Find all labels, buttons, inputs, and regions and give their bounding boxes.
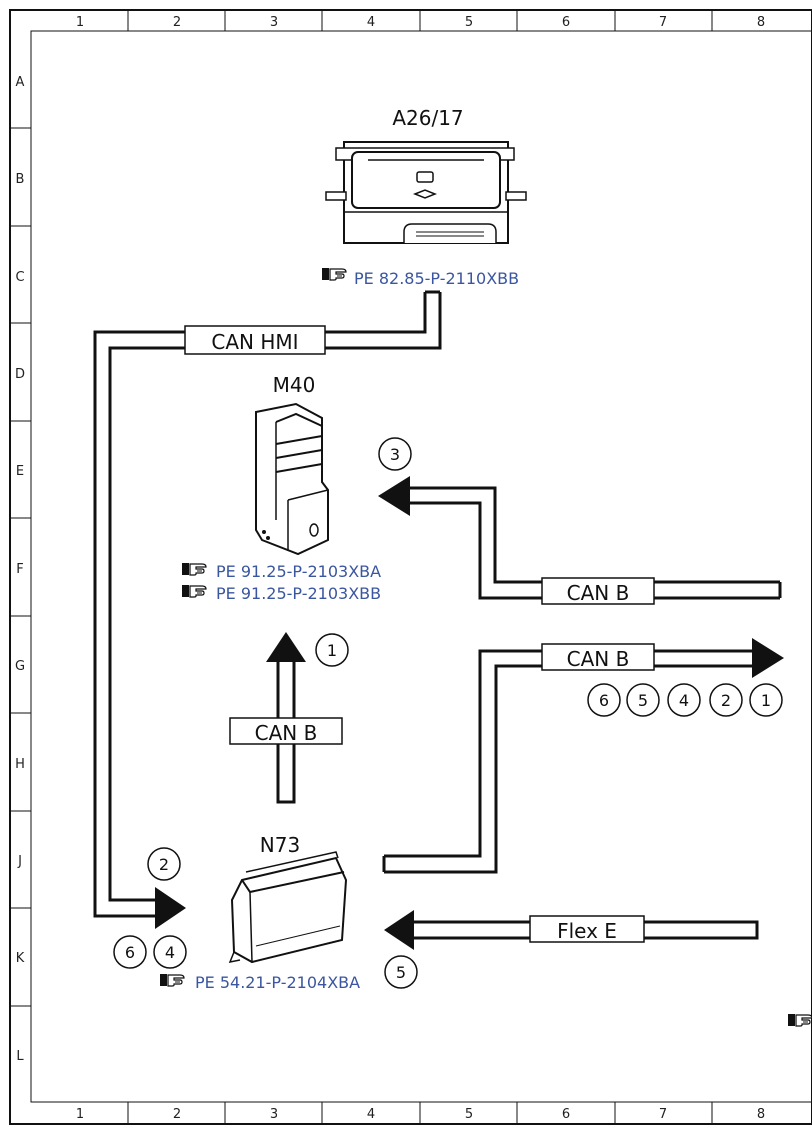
n73-label: N73 bbox=[260, 833, 300, 857]
marker-3: 3 bbox=[390, 445, 400, 464]
row-label: E bbox=[16, 464, 24, 479]
marker-2: 2 bbox=[159, 855, 169, 874]
hand-pointer-icon bbox=[787, 1013, 812, 1027]
can-b-upper-arrow bbox=[378, 476, 410, 516]
can-hmi-wire-outer bbox=[93, 292, 427, 918]
can-b-middle-label-box bbox=[541, 643, 655, 671]
n73-ref-link[interactable]: PE 54.21-P-2104XBA bbox=[195, 973, 360, 992]
row-label: B bbox=[16, 172, 25, 187]
can-b-middle-label: CAN B bbox=[567, 647, 630, 671]
col-label: 7 bbox=[659, 15, 667, 30]
row-label: H bbox=[15, 757, 25, 772]
marker-6: 6 bbox=[125, 943, 135, 962]
can-hmi-wire-inner bbox=[108, 292, 442, 902]
row-label: J bbox=[17, 854, 22, 869]
a26-device-illustration bbox=[325, 141, 527, 244]
m40-label: M40 bbox=[273, 373, 316, 397]
column-ticks bbox=[127, 10, 713, 1124]
marker-circle bbox=[113, 935, 147, 969]
flex-e-label: Flex E bbox=[557, 919, 617, 943]
col-label: 2 bbox=[173, 15, 181, 30]
row-label: D bbox=[15, 367, 25, 382]
row-label: C bbox=[15, 270, 24, 285]
col-label: 3 bbox=[270, 1107, 278, 1122]
a26-label: A26/17 bbox=[392, 106, 463, 130]
marker-4: 4 bbox=[679, 691, 689, 710]
col-label: 5 bbox=[465, 1107, 473, 1122]
frame bbox=[9, 9, 812, 1125]
can-hmi-arrow bbox=[155, 887, 186, 929]
can-b-vertical-label: CAN B bbox=[255, 721, 318, 745]
row-label: G bbox=[15, 659, 25, 674]
can-b-vertical-arrow bbox=[266, 632, 306, 662]
m40-ref-link-1[interactable]: PE 91.25-P-2103XBA bbox=[216, 562, 381, 581]
flex-e-arrow bbox=[384, 910, 414, 950]
marker-circle bbox=[153, 935, 187, 969]
hand-pointer-icon bbox=[159, 973, 185, 987]
can-b-middle-arrow bbox=[752, 638, 784, 678]
hand-pointer-icon bbox=[181, 584, 207, 598]
col-label: 5 bbox=[465, 15, 473, 30]
col-label: 8 bbox=[757, 15, 765, 30]
row-label: K bbox=[16, 951, 25, 966]
col-label: 1 bbox=[76, 15, 84, 30]
marker-6: 6 bbox=[599, 691, 609, 710]
hand-pointer-icon bbox=[321, 267, 347, 281]
marker-5: 5 bbox=[396, 963, 406, 982]
a26-ref-link[interactable]: PE 82.85-P-2110XBB bbox=[354, 269, 519, 288]
marker-circle bbox=[147, 847, 181, 881]
row-ticks bbox=[10, 127, 31, 1007]
marker-5: 5 bbox=[638, 691, 648, 710]
col-label: 8 bbox=[757, 1107, 765, 1122]
marker-2: 2 bbox=[721, 691, 731, 710]
col-label: 6 bbox=[562, 15, 570, 30]
column-labels-bottom: 1 2 3 4 5 6 7 8 bbox=[76, 1107, 765, 1122]
col-label: 3 bbox=[270, 15, 278, 30]
can-b-upper-label-box bbox=[541, 577, 655, 605]
flex-e-label-box bbox=[529, 915, 645, 943]
marker-circle bbox=[315, 633, 349, 667]
can-b-vertical-label-box bbox=[229, 717, 343, 745]
row-label: F bbox=[16, 562, 23, 577]
m40-ref-link-2[interactable]: PE 91.25-P-2103XBB bbox=[216, 584, 381, 603]
row-g-markers: 6 5 4 2 1 bbox=[587, 683, 783, 717]
hand-pointer-icon bbox=[181, 562, 207, 576]
n73-device-illustration bbox=[228, 851, 348, 964]
can-b-upper-label: CAN B bbox=[567, 581, 630, 605]
marker-1: 1 bbox=[327, 641, 337, 660]
marker-circle bbox=[384, 955, 418, 989]
col-label: 6 bbox=[562, 1107, 570, 1122]
col-label: 4 bbox=[367, 15, 375, 30]
marker-circle bbox=[378, 437, 412, 471]
col-label: 1 bbox=[76, 1107, 84, 1122]
row-label: L bbox=[16, 1049, 24, 1064]
row-labels: A B C D E F G H J K L bbox=[15, 75, 25, 1064]
row-label: A bbox=[16, 75, 25, 90]
can-b-middle-wire-inner bbox=[384, 649, 754, 858]
can-hmi-label: CAN HMI bbox=[211, 330, 298, 354]
col-label: 4 bbox=[367, 1107, 375, 1122]
marker-4: 4 bbox=[165, 943, 175, 962]
col-label: 2 bbox=[173, 1107, 181, 1122]
column-labels-top: 1 2 3 4 5 6 7 8 bbox=[76, 15, 765, 30]
marker-1: 1 bbox=[761, 691, 771, 710]
can-hmi-label-box bbox=[184, 325, 326, 355]
col-label: 7 bbox=[659, 1107, 667, 1122]
m40-device-illustration bbox=[255, 402, 329, 556]
